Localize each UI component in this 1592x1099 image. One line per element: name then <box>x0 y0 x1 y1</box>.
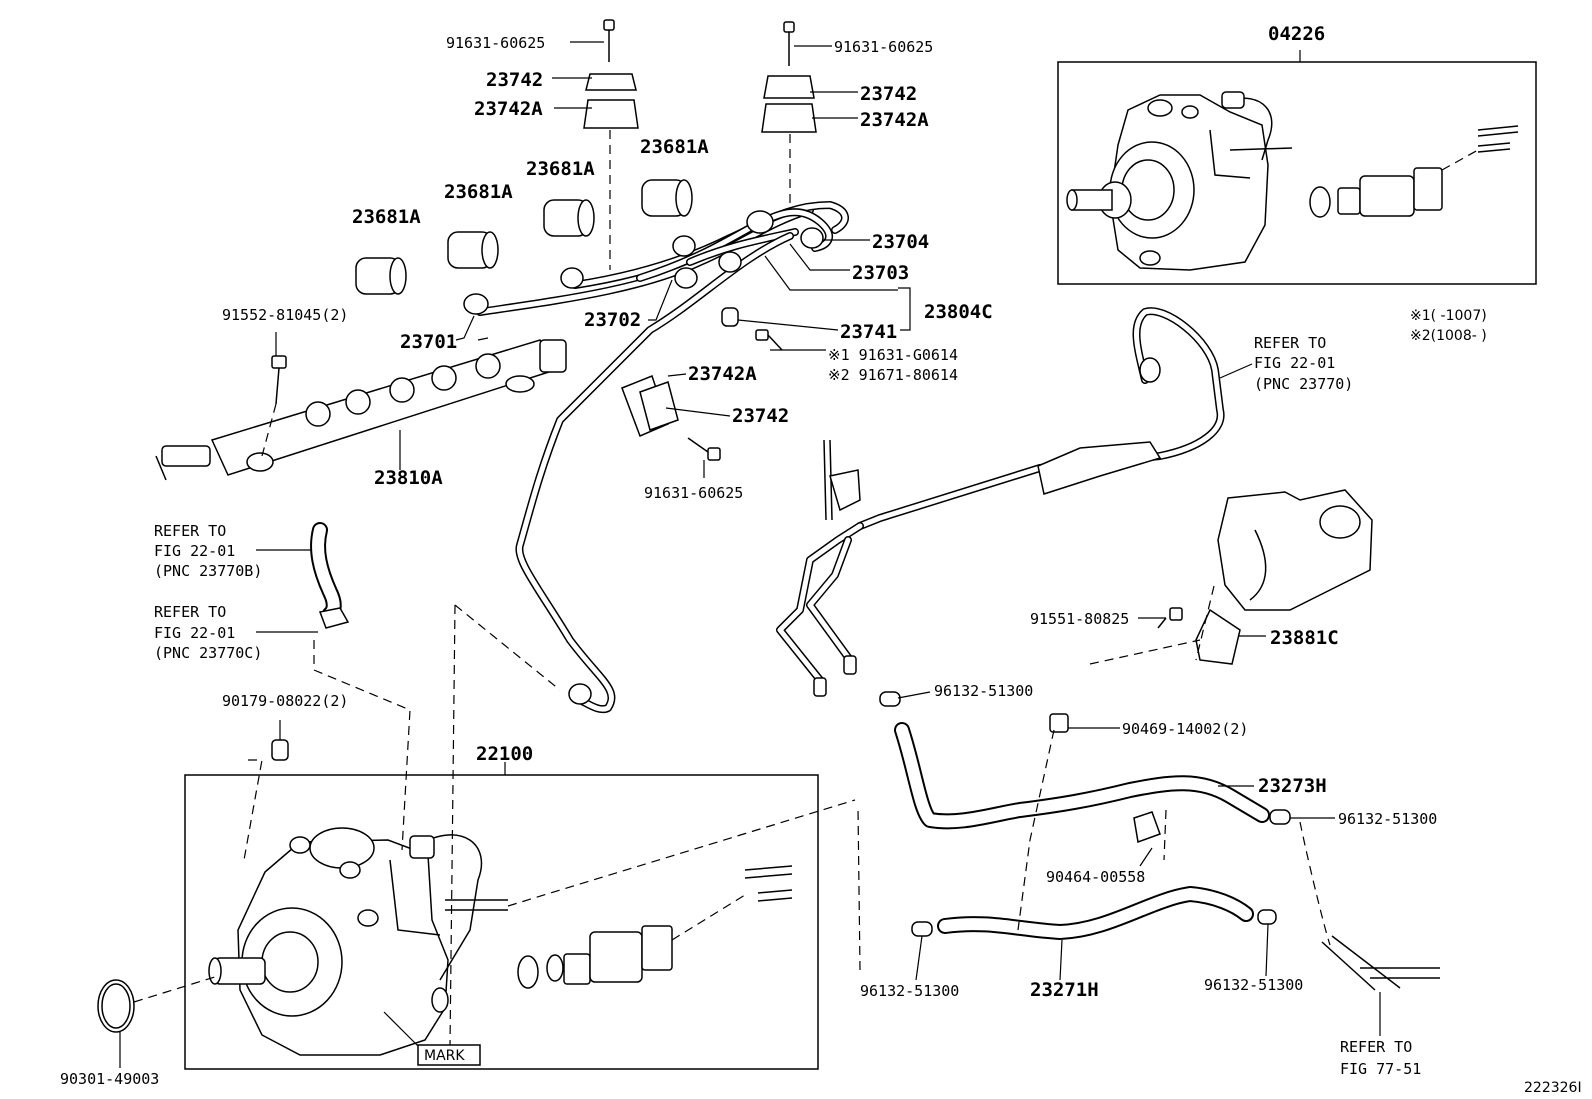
label-23804c: 23804C <box>924 301 993 323</box>
part-labels: 04226 91631-60625 91631-60625 23742 2374… <box>60 23 1582 1096</box>
refer-4-line-b: FIG 77-51 <box>1340 1060 1421 1078</box>
label-23881c: 23881C <box>1270 627 1339 649</box>
label-91552: 91552-81045(2) <box>222 306 348 324</box>
label-23742a-mid: 23742A <box>688 363 757 385</box>
label-22100: 22100 <box>476 743 533 765</box>
label-23703: 23703 <box>852 262 909 284</box>
note-2: ※2(1008- ) <box>1410 328 1487 344</box>
pump-04226-illustration <box>1066 91 1519 271</box>
label-23701: 23701 <box>400 331 457 353</box>
label-96132-b: 96132-51300 <box>1338 810 1437 828</box>
bracket-23881c <box>1157 489 1373 665</box>
label-23742a-right: 23742A <box>860 109 929 131</box>
label-23273h: 23273H <box>1258 775 1327 797</box>
figure-code: 222326I <box>1524 1080 1582 1096</box>
refer-3-line-a: REFER TO <box>154 603 226 621</box>
label-23681a-4: 23681A <box>640 136 709 158</box>
refer-3-line-c: (PNC 23770C) <box>154 644 262 662</box>
supply-pump-22100 <box>97 604 856 1066</box>
label-96132-a: 96132-51300 <box>934 682 1033 700</box>
label-91671-80614: ※2 91671-80614 <box>828 366 958 384</box>
label-91631-mid: 91631-60625 <box>644 484 743 502</box>
label-96132-d: 96132-51300 <box>1204 976 1303 994</box>
label-23681a-1: 23681A <box>352 206 421 228</box>
label-91551: 91551-80825 <box>1030 610 1129 628</box>
note-1: ※1( -1007) <box>1410 308 1487 324</box>
label-04226: 04226 <box>1268 23 1325 45</box>
label-90301: 90301-49003 <box>60 1070 159 1088</box>
assembly-box-22100 <box>184 774 819 1070</box>
clamps-top <box>583 19 817 270</box>
label-23742-mid: 23742 <box>732 405 789 427</box>
refer-1-line-b: FIG 22-01 <box>1254 354 1335 372</box>
label-23681a-3: 23681A <box>526 158 595 180</box>
refer-3-line-b: FIG 22-01 <box>154 624 235 642</box>
label-23742a-left: 23742A <box>474 98 543 120</box>
fuel-rail-23810a <box>155 339 567 481</box>
cushions-23681a <box>355 179 693 295</box>
label-91631-top-right: 91631-60625 <box>834 38 933 56</box>
injection-pipes <box>463 201 849 714</box>
label-23742-left: 23742 <box>486 69 543 91</box>
label-96132-c: 96132-51300 <box>860 982 959 1000</box>
refer-2-line-a: REFER TO <box>154 522 226 540</box>
leader-lines <box>119 41 1381 1068</box>
fuel-hoses <box>310 522 1440 991</box>
label-23704: 23704 <box>872 231 929 253</box>
clamp-mid-23742 <box>621 375 721 461</box>
label-90469: 90469-14002(2) <box>1122 720 1248 738</box>
label-91631-top-left: 91631-60625 <box>446 34 545 52</box>
refer-4-line-a: REFER TO <box>1340 1038 1412 1056</box>
label-23702: 23702 <box>584 309 641 331</box>
assembly-box-04226 <box>1057 61 1537 285</box>
refer-1-line-a: REFER TO <box>1254 334 1326 352</box>
label-91631-g0614: ※1 91631-G0614 <box>828 346 958 364</box>
label-mark: MARK <box>424 1048 465 1064</box>
refer-2-line-b: FIG 22-01 <box>154 542 235 560</box>
label-90464: 90464-00558 <box>1046 868 1145 886</box>
label-90179: 90179-08022(2) <box>222 692 348 710</box>
refer-1-line-c: (PNC 23770) <box>1254 375 1353 393</box>
label-23741: 23741 <box>840 321 897 343</box>
label-23742-right: 23742 <box>860 83 917 105</box>
label-23810a: 23810A <box>374 467 443 489</box>
refer-2-line-c: (PNC 23770B) <box>154 562 262 580</box>
label-23271h: 23271H <box>1030 979 1099 1001</box>
leakage-pipe-23804c <box>776 307 1225 697</box>
label-23681a-2: 23681A <box>444 181 513 203</box>
